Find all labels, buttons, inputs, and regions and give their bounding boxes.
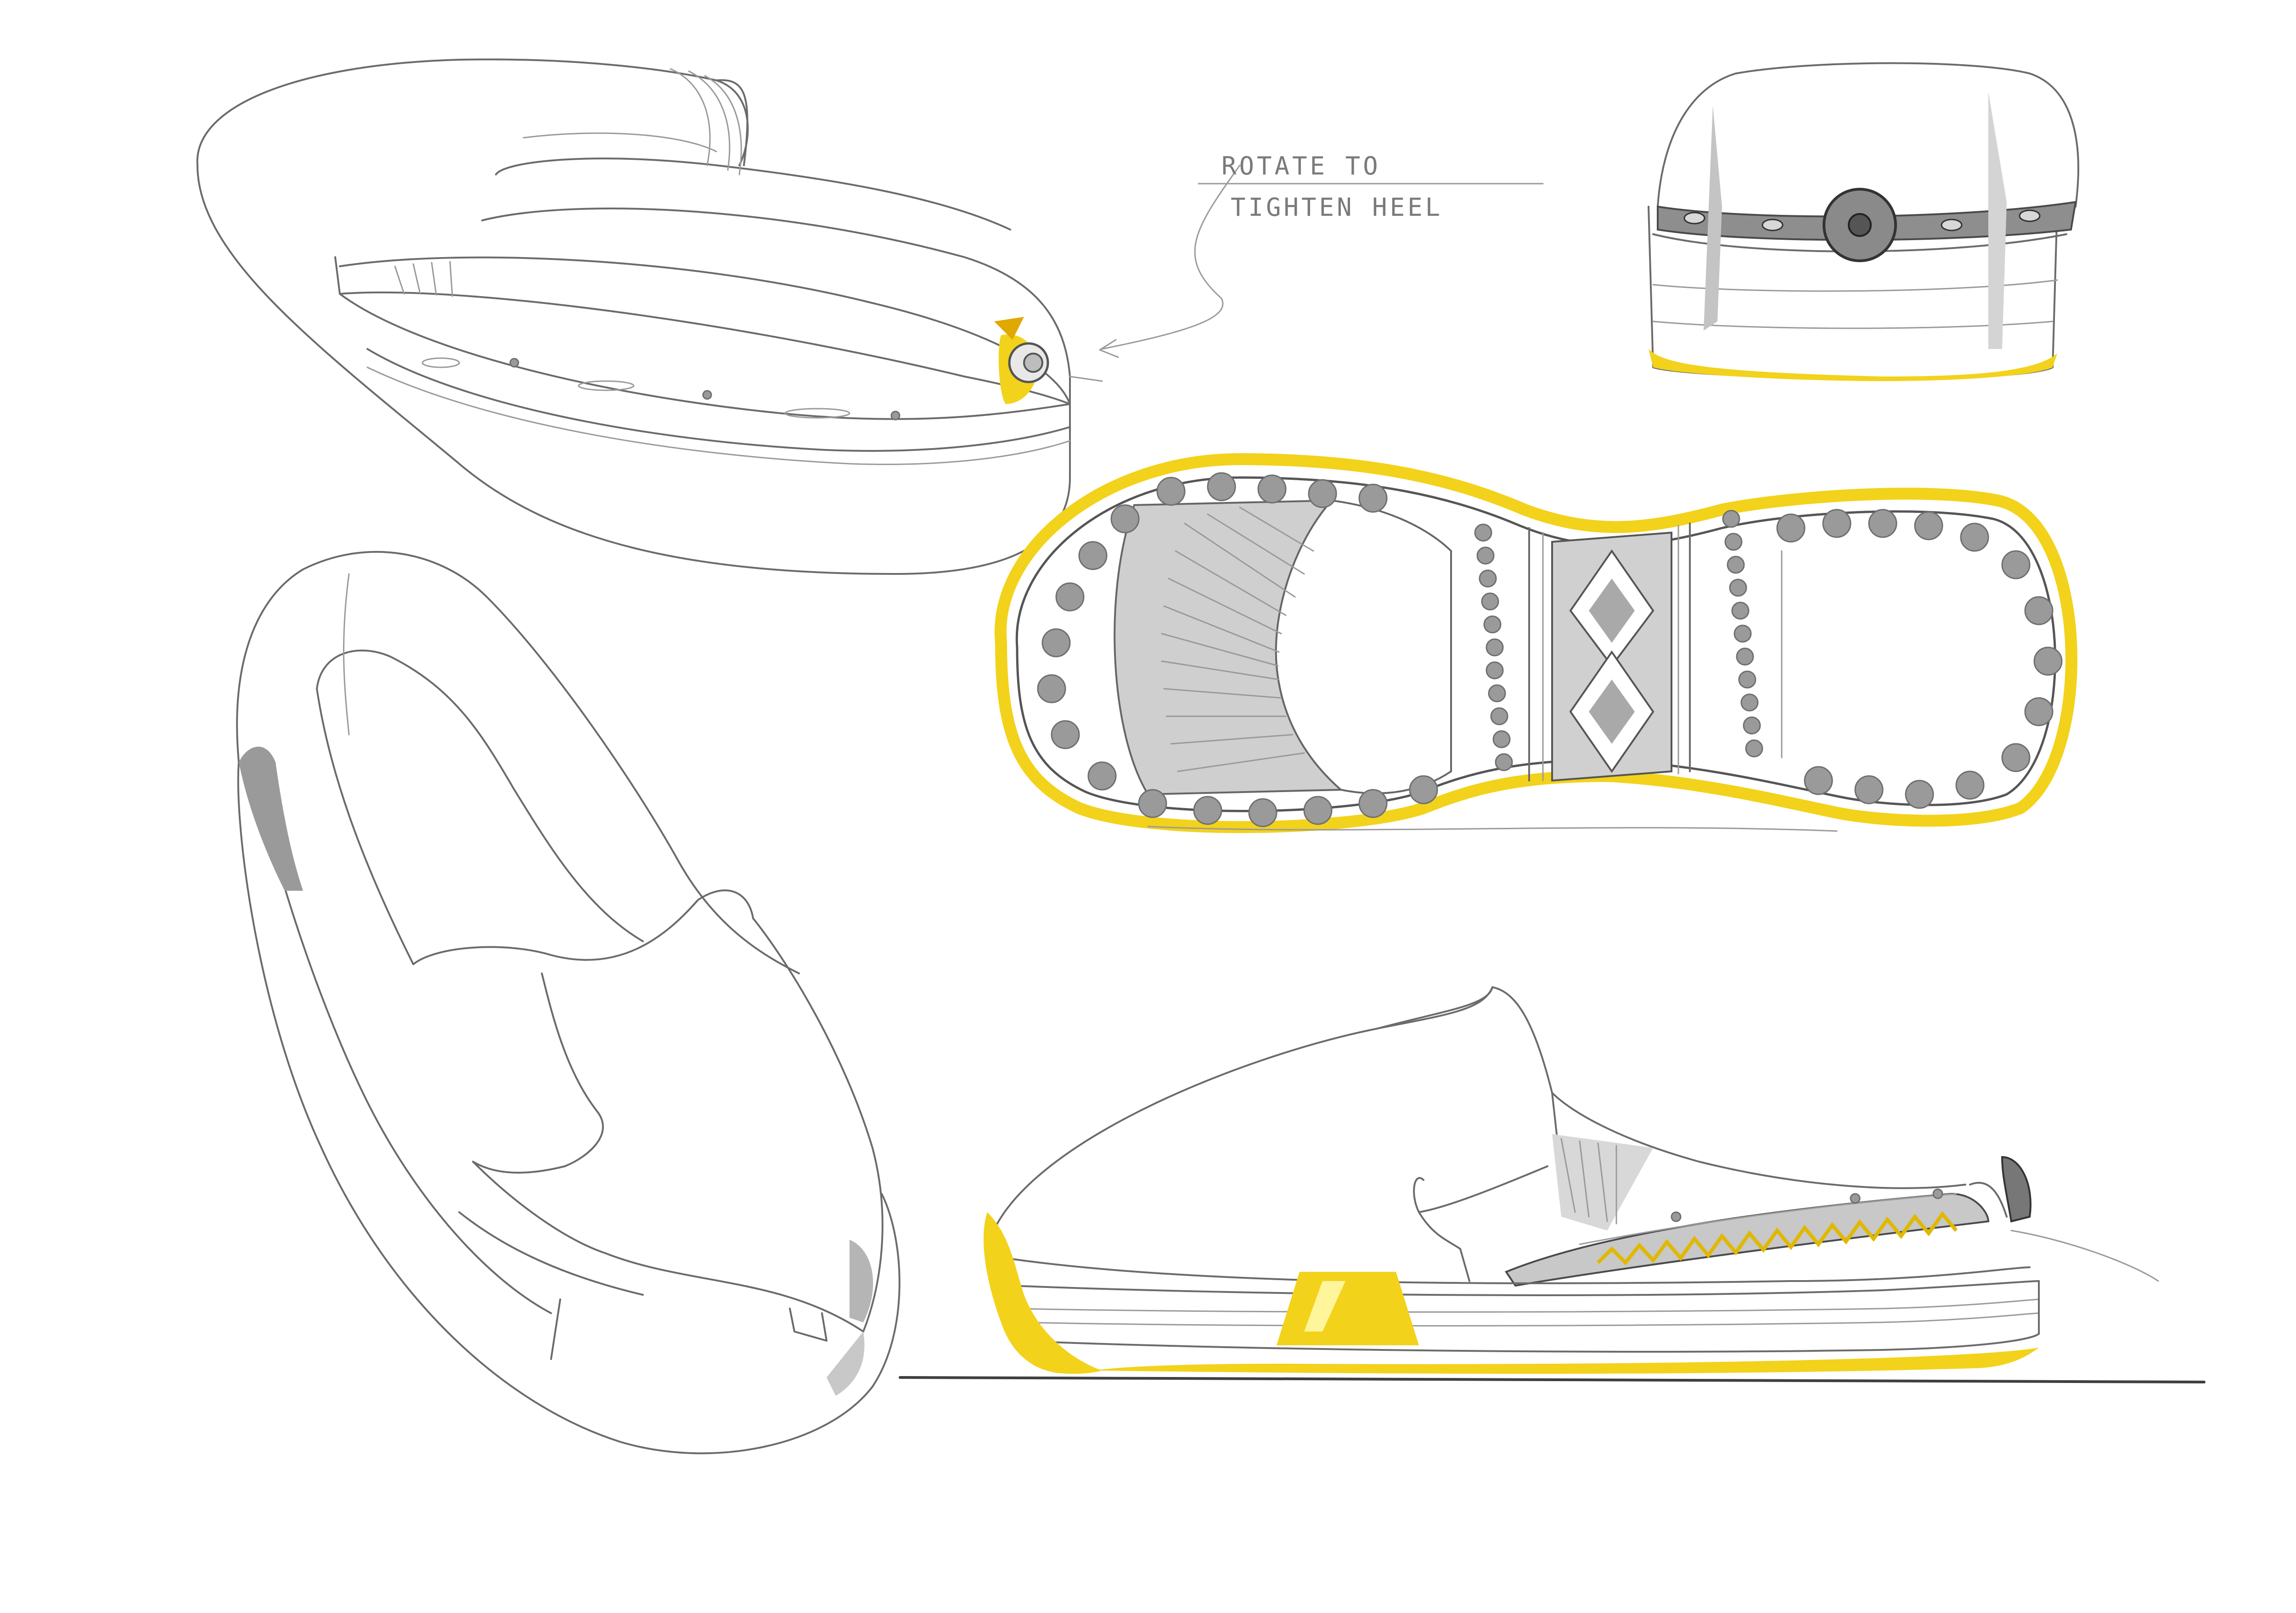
back-view	[1648, 62, 2079, 381]
outsole-bottom-view	[994, 453, 2077, 833]
annotation-line-2: TIGHTEN HEEL	[1231, 193, 1443, 222]
perspective-top-view	[236, 551, 900, 1455]
perspective-rear-view	[196, 58, 1103, 575]
annotation-line-1: ROTATE TO	[1221, 152, 1381, 180]
annotation-arrow	[1099, 164, 1544, 358]
side-view	[899, 986, 2206, 1383]
